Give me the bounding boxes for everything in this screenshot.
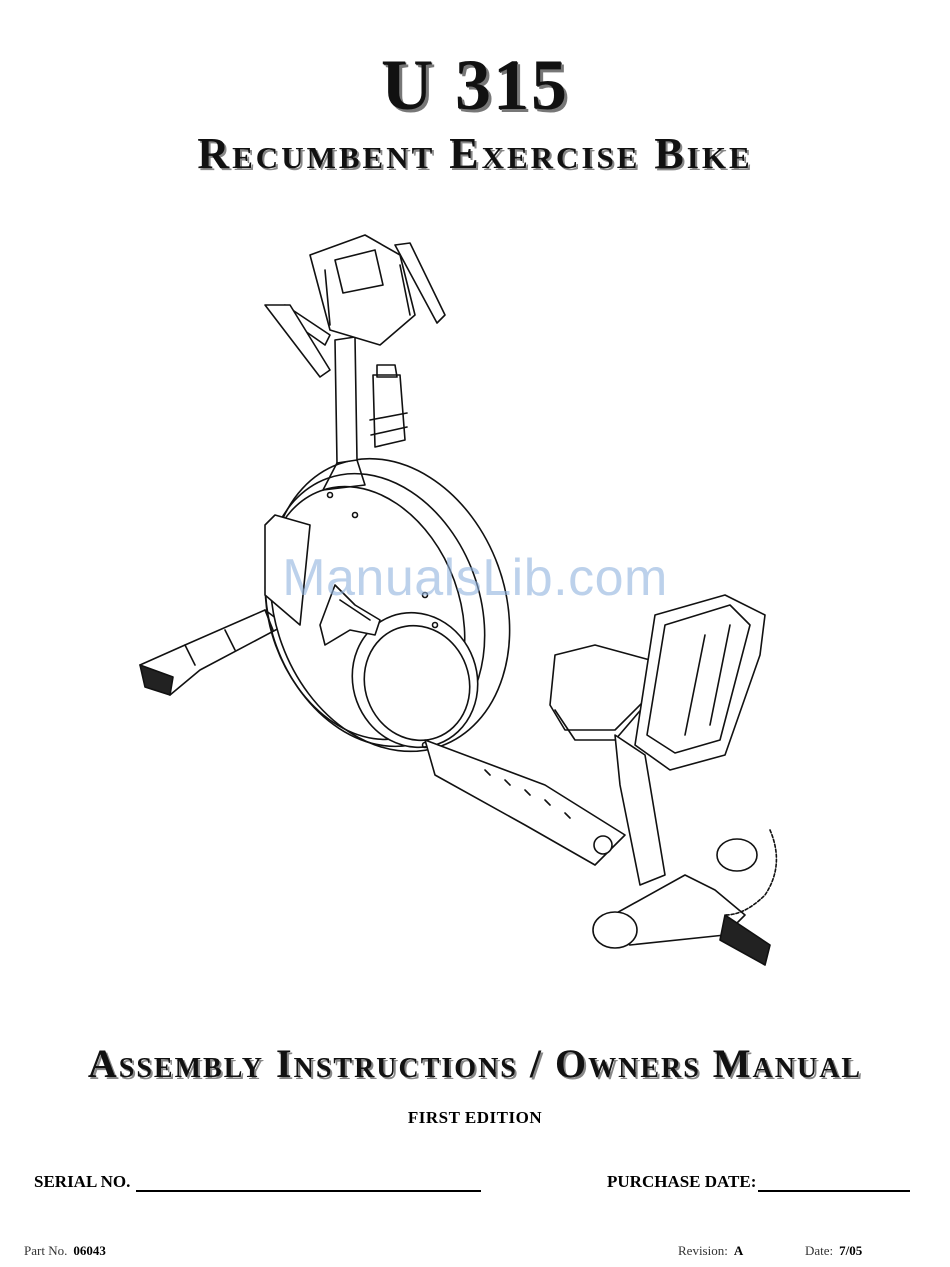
date-label: Date: bbox=[805, 1243, 833, 1258]
revision-value: A bbox=[734, 1243, 743, 1258]
date: Date: 7/05 bbox=[805, 1243, 862, 1259]
purchase-date-blank-line bbox=[758, 1172, 910, 1192]
part-number-label: Part No. bbox=[24, 1243, 67, 1258]
revision: Revision: A bbox=[678, 1243, 743, 1259]
watermark-text: ManualsLib.com bbox=[0, 548, 950, 608]
purchase-date-field: PURCHASE DATE: bbox=[607, 1172, 910, 1192]
revision-label: Revision: bbox=[678, 1243, 728, 1258]
part-number: Part No. 06043 bbox=[24, 1243, 106, 1259]
product-title: Recumbent Exercise Bike bbox=[0, 128, 950, 179]
edition-label: FIRST EDITION bbox=[0, 1108, 950, 1128]
serial-number-field: SERIAL NO. bbox=[34, 1172, 481, 1192]
part-number-value: 06043 bbox=[73, 1243, 106, 1258]
date-value: 7/05 bbox=[839, 1243, 862, 1258]
purchase-date-label: PURCHASE DATE: bbox=[607, 1172, 756, 1192]
serial-number-label: SERIAL NO. bbox=[34, 1172, 130, 1192]
serial-number-blank-line bbox=[136, 1172, 481, 1192]
model-title: U 315 bbox=[0, 44, 950, 127]
manual-title: Assembly Instructions / Owners Manual bbox=[0, 1040, 950, 1087]
